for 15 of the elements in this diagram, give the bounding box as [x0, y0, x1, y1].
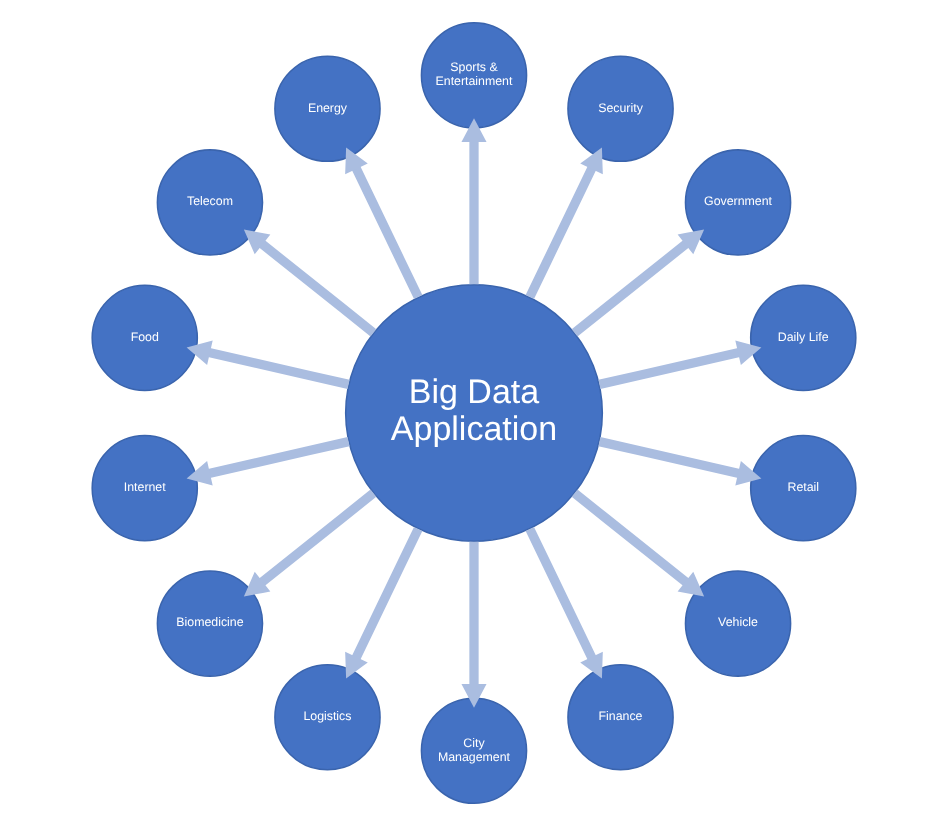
- arrow: [345, 526, 423, 679]
- arrow: [461, 541, 487, 708]
- arrow: [345, 147, 423, 300]
- node-circle: Big Data Application: [344, 283, 604, 543]
- arrow: [571, 489, 705, 597]
- arrow: [243, 229, 377, 337]
- arrow: [598, 437, 762, 486]
- arrow: [571, 229, 705, 337]
- arrow: [461, 118, 487, 285]
- arrow: [525, 526, 603, 679]
- arrow: [243, 489, 377, 597]
- arrow: [525, 147, 603, 300]
- arrow: [598, 340, 762, 389]
- arrow: [186, 437, 350, 486]
- arrow: [186, 340, 350, 389]
